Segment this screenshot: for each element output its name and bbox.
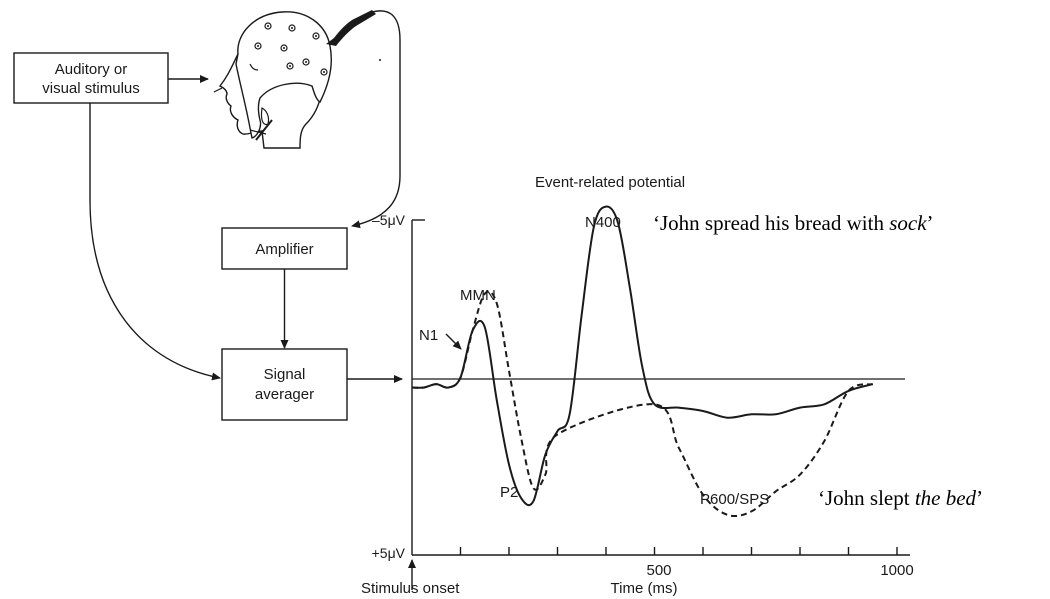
n1-pointer-arrow [445, 333, 462, 350]
stimulus-to-averager-arrow [89, 103, 221, 381]
syntactic-violation-waveform [411, 290, 874, 518]
syntactic-sentence-prefix: ‘John slept [818, 486, 915, 510]
signal-averager-line1: Signal [264, 366, 306, 383]
p600-sps-label: P600/SPS [700, 491, 769, 508]
head-with-eeg-cap-icon [213, 10, 381, 149]
p2-label: P2 [500, 484, 518, 501]
syntactic-violation-sentence: ‘John slept the bed’ [818, 486, 983, 510]
stimulus-box-line2: visual stimulus [42, 80, 140, 97]
y-axis-top-label: –5μV [372, 212, 406, 228]
stimulus-onset-label: Stimulus onset [361, 580, 460, 597]
x-axis-ticks [459, 547, 898, 555]
amplifier-box: Amplifier [221, 227, 348, 270]
semantic-sentence-prefix: ‘John spread his bread with [653, 211, 889, 235]
signal-averager-box: Signal averager [221, 348, 348, 421]
y-axis-bottom-label: +5μV [372, 545, 406, 561]
semantic-sentence-suffix: ’ [927, 211, 934, 235]
n1-label: N1 [419, 327, 438, 344]
x-tick-label-500: 500 [646, 562, 671, 579]
syntactic-sentence-suffix: ’ [976, 486, 983, 510]
plot-title: Event-related potential [535, 174, 685, 191]
stimulus-box: Auditory or visual stimulus [13, 52, 169, 104]
electrode-cable-arrow [351, 10, 401, 229]
x-tick-label-1000: 1000 [880, 562, 913, 579]
x-axis-label: Time (ms) [611, 580, 678, 597]
n400-label: N400 [585, 214, 621, 231]
semantic-violation-sentence: ‘John spread his bread with sock’ [653, 211, 934, 235]
stimulus-box-line1: Auditory or [55, 61, 128, 78]
mmn-label: MMN [460, 287, 496, 304]
syntactic-sentence-italic: the bed [915, 486, 977, 510]
signal-averager-line2: averager [255, 386, 314, 403]
amplifier-label: Amplifier [255, 241, 313, 258]
semantic-sentence-italic: sock [889, 211, 927, 235]
semantic-violation-waveform [411, 205, 874, 507]
